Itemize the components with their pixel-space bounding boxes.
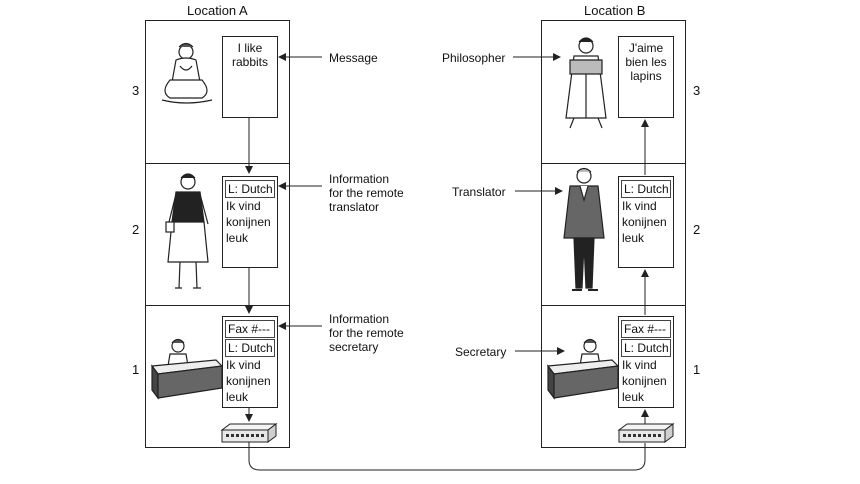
robed-philosopher-icon bbox=[565, 37, 607, 129]
fax-connection-wire bbox=[248, 442, 646, 471]
message-label: Message bbox=[329, 51, 378, 65]
document-line: Ik vind bbox=[622, 199, 657, 213]
translator-document-b: L: Dutch Ik vind konijnen leuk bbox=[618, 176, 674, 268]
message-document-a: I like rabbits bbox=[222, 36, 278, 118]
layer-divider bbox=[146, 163, 289, 164]
suited-translator-icon bbox=[563, 167, 605, 291]
message-document-b: J'aime bien les lapins bbox=[618, 36, 674, 118]
level-3-left: 3 bbox=[132, 83, 140, 98]
language-header: L: Dutch bbox=[225, 339, 275, 357]
layer-divider bbox=[542, 305, 685, 306]
layer-divider bbox=[542, 163, 685, 164]
document-line: konijnen bbox=[226, 374, 271, 388]
document-line: Ik vind bbox=[226, 358, 261, 372]
meditating-philosopher-icon bbox=[161, 42, 213, 104]
message-line: bien les bbox=[625, 55, 667, 69]
document-line: Ik vind bbox=[226, 199, 261, 213]
translator-label: Translator bbox=[452, 185, 506, 199]
document-line: konijnen bbox=[622, 215, 667, 229]
secretary-at-desk-icon bbox=[546, 338, 620, 400]
secretary-document-a: Fax #--- L: Dutch Ik vind konijnen leuk bbox=[222, 316, 278, 408]
language-header: L: Dutch bbox=[621, 339, 671, 357]
language-header: L: Dutch bbox=[621, 180, 671, 198]
message-line: J'aime bbox=[628, 41, 664, 55]
fax-header: Fax #--- bbox=[621, 320, 671, 338]
philosopher-label: Philosopher bbox=[442, 51, 506, 65]
fax-header: Fax #--- bbox=[225, 320, 275, 338]
document-line: leuk bbox=[622, 390, 645, 404]
level-1-right: 1 bbox=[693, 362, 701, 377]
info-secretary-label: Information for the remote secretary bbox=[329, 312, 404, 354]
translator-document-a: L: Dutch Ik vind konijnen leuk bbox=[222, 176, 278, 268]
fax-machine-icon bbox=[617, 423, 675, 443]
info-translator-label: Information for the remote translator bbox=[329, 172, 404, 214]
document-line: Ik vind bbox=[622, 358, 657, 372]
document-line: konijnen bbox=[622, 374, 667, 388]
message-line: rabbits bbox=[231, 55, 269, 69]
document-line: leuk bbox=[622, 231, 645, 245]
fax-machine-icon bbox=[220, 423, 278, 443]
location-b-title: Location B bbox=[584, 3, 646, 18]
level-2-left: 2 bbox=[132, 222, 140, 237]
level-2-right: 2 bbox=[693, 222, 701, 237]
layer-divider bbox=[146, 305, 289, 306]
secretary-at-desk-icon bbox=[150, 338, 224, 400]
secretary-document-b: Fax #--- L: Dutch Ik vind konijnen leuk bbox=[618, 316, 674, 408]
woman-translator-icon bbox=[165, 173, 209, 289]
document-line: konijnen bbox=[226, 215, 271, 229]
location-a-title: Location A bbox=[187, 3, 248, 18]
language-header: L: Dutch bbox=[225, 180, 275, 198]
document-line: leuk bbox=[226, 231, 249, 245]
message-line: I like bbox=[237, 41, 263, 55]
document-line: leuk bbox=[226, 390, 249, 404]
secretary-label: Secretary bbox=[455, 345, 507, 359]
message-line: lapins bbox=[630, 69, 662, 83]
level-1-left: 1 bbox=[132, 362, 140, 377]
level-3-right: 3 bbox=[693, 83, 701, 98]
